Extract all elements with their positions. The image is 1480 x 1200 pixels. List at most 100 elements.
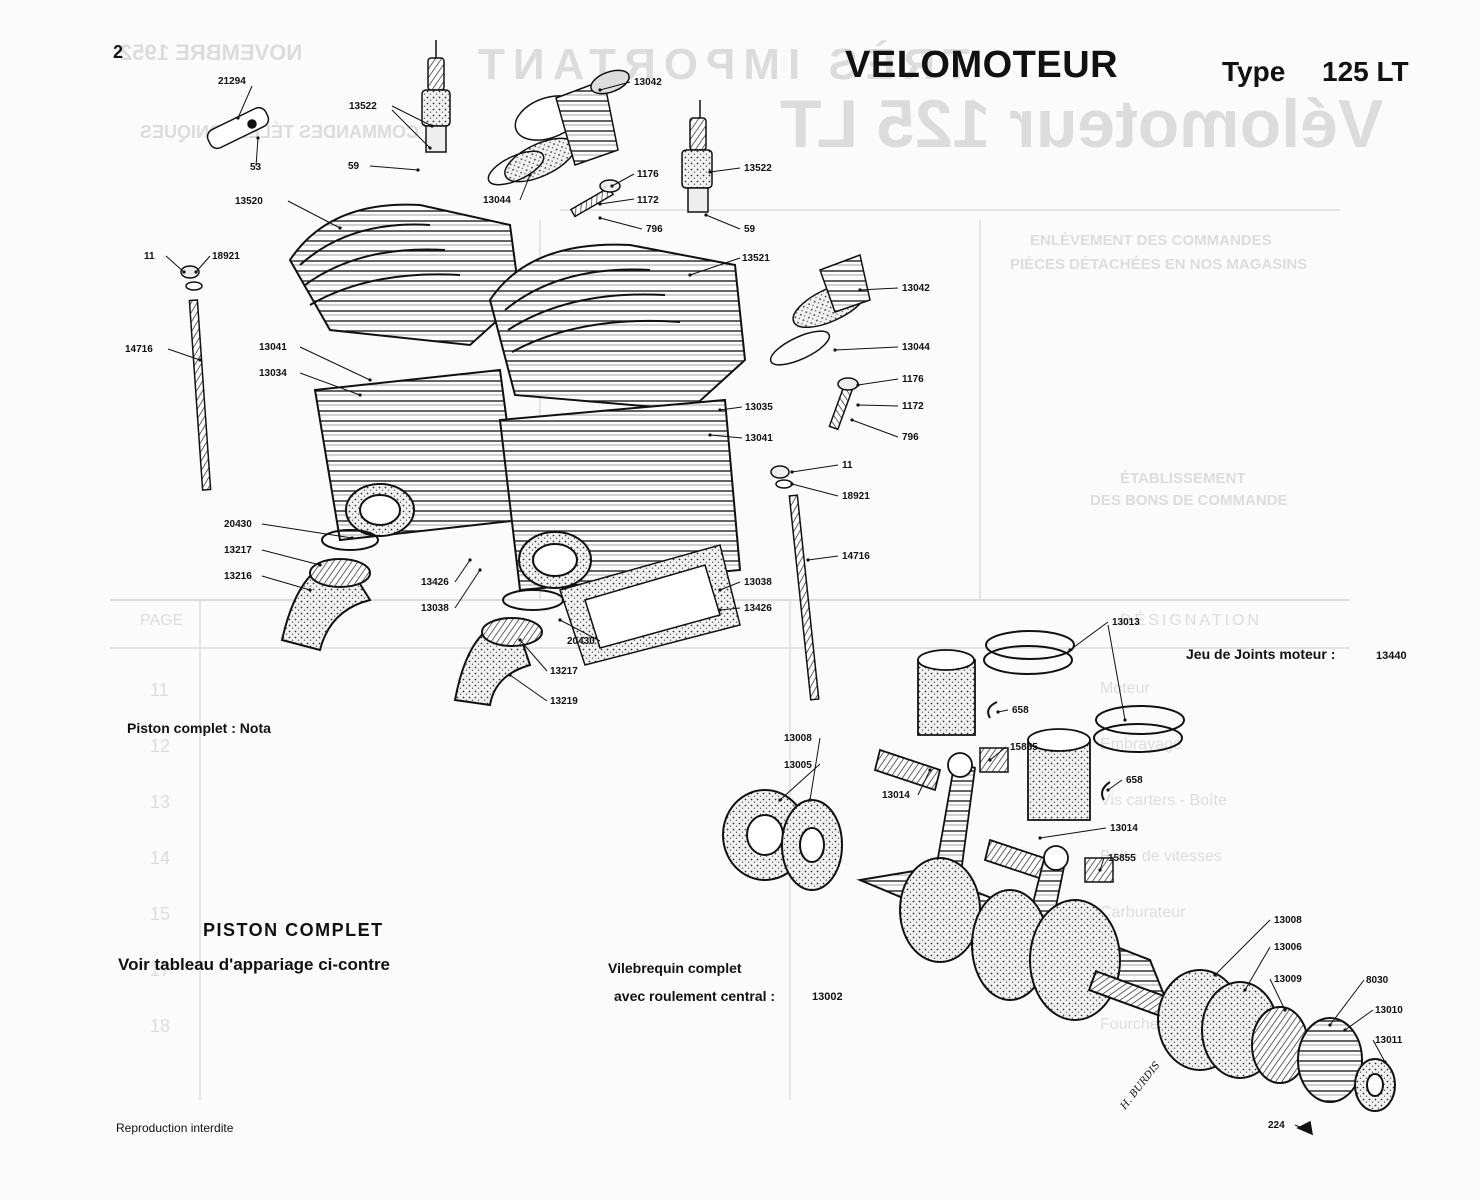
leader-dot (236, 116, 240, 120)
spark-plug-right (681, 100, 713, 213)
leader-line (611, 173, 635, 187)
leader-line (261, 549, 321, 566)
leader-dot (368, 378, 372, 382)
part-label-13520: 13520 (235, 196, 263, 207)
part-label-15855: 15855 (1010, 742, 1038, 753)
leader-dot (1283, 1008, 1287, 1012)
leader-line (997, 709, 1009, 713)
leader-line (1099, 857, 1105, 871)
cylinder-right (498, 398, 742, 592)
part-label-13217: 13217 (224, 545, 252, 556)
part-label-13038: 13038 (744, 577, 772, 588)
part-label-13038: 13038 (421, 603, 449, 614)
part-label-59: 59 (744, 224, 756, 235)
leader-line (989, 746, 1007, 761)
leader-dot (528, 173, 532, 177)
leader-line (454, 559, 471, 583)
leader-dot (790, 470, 794, 474)
leader-line (165, 255, 185, 273)
leader-line (1372, 1039, 1386, 1063)
part-label-13522: 13522 (349, 101, 377, 112)
leader-dot (338, 226, 342, 230)
leader-dot (1098, 868, 1102, 872)
leader-line (807, 555, 839, 561)
leader-lines (165, 81, 1387, 1130)
leader-line (299, 346, 371, 381)
exhaust-pipe-right (453, 589, 564, 707)
leader-line (391, 109, 431, 149)
leader-dot (833, 348, 837, 352)
part-label-11: 11 (842, 460, 853, 471)
leader-dot (718, 608, 722, 612)
part-label-1172: 1172 (637, 195, 659, 206)
leader-dot (988, 758, 992, 762)
leader-line (851, 419, 899, 438)
part-label-13217: 13217 (550, 666, 578, 677)
part-label-13035: 13035 (745, 402, 773, 413)
part-label-13013: 13013 (1112, 617, 1140, 628)
part-label-13041: 13041 (745, 433, 773, 444)
leader-line (917, 769, 931, 796)
leader-dot (428, 146, 432, 150)
part-label-13014: 13014 (882, 790, 910, 801)
part-label-796: 796 (646, 224, 663, 235)
leader-dot (688, 273, 692, 277)
piston-nota-caption: Piston complet : Nota (127, 720, 271, 736)
leader-line (1107, 779, 1123, 791)
part-label-13041: 13041 (259, 342, 287, 353)
part-label-13042: 13042 (902, 283, 930, 294)
gasket-washer-21294 (206, 106, 270, 150)
leader-dot (1300, 1126, 1304, 1130)
piston-subheading: Voir tableau d'appariage ci-contre (118, 955, 391, 974)
part-label-13044: 13044 (483, 195, 511, 206)
leader-line (719, 581, 741, 591)
part-label-224: 224 (1268, 1120, 1285, 1131)
leader-line (719, 607, 741, 611)
spark-plug-left (421, 40, 451, 153)
leader-dot (1243, 988, 1247, 992)
joints-caption: Jeu de Joints moteur : (1186, 646, 1336, 662)
leader-dot (558, 618, 562, 622)
leader-line (791, 464, 839, 473)
part-label-13426: 13426 (421, 577, 449, 588)
part-label-1176: 1176 (637, 169, 659, 180)
svg-text:H. BURDIS: H. BURDIS (1118, 1060, 1163, 1113)
part-label-13034: 13034 (259, 368, 287, 379)
leader-dot (610, 184, 614, 188)
leader-line (261, 523, 353, 539)
leader-dot (478, 568, 482, 572)
part-label-13216: 13216 (224, 571, 252, 582)
leader-line (834, 346, 899, 351)
vilebrequin-ref: 13002 (812, 991, 843, 1003)
leader-line (261, 575, 311, 591)
long-studs (180, 265, 820, 701)
leader-line (709, 167, 741, 173)
part-label-13008: 13008 (1274, 915, 1302, 926)
leader-line (195, 255, 211, 273)
leader-dot (1106, 788, 1110, 792)
leader-line (599, 81, 631, 91)
pistons (917, 649, 1091, 821)
part-label-13044: 13044 (902, 342, 930, 353)
leader-line (1069, 621, 1109, 651)
leader-line (519, 174, 531, 201)
leader-dot (856, 403, 860, 407)
leader-line (857, 378, 899, 386)
leader-line (857, 404, 899, 407)
part-label-13011: 13011 (1375, 1035, 1403, 1046)
leader-line (454, 569, 481, 609)
part-label-13006: 13006 (1274, 942, 1302, 953)
leader-dot (430, 124, 434, 128)
piston-rings (983, 630, 1185, 753)
part-label-13522: 13522 (744, 163, 772, 174)
leader-dot (708, 433, 712, 437)
leader-line (519, 639, 548, 672)
part-label-1172: 1172 (902, 401, 924, 412)
leader-line (779, 763, 821, 801)
cylinder-left (313, 368, 522, 542)
part-label-13042: 13042 (634, 77, 662, 88)
part-label-18921: 18921 (842, 491, 870, 502)
leader-dot (598, 216, 602, 220)
part-label-20430: 20430 (567, 636, 595, 647)
